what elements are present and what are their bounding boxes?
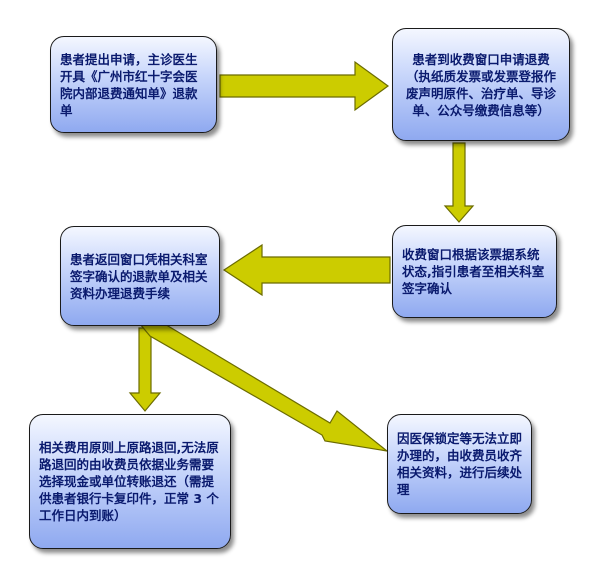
step-insurance-lock-text: 因医保锁定等无法立即办理的，由收费员收齐相关资料，进行后续处理 — [397, 431, 523, 497]
step-window-check-text: 收费窗口根据该票据系统状态,指引患者至相关科室签字确认 — [402, 247, 545, 296]
step-refund-rule-text: 相关费用原则上原路退回,无法原路退回的由收费员依据业务需要选择现金或单位转账退还… — [39, 440, 219, 523]
step-apply-box: 患者提出申请，主诊医生开具《广州市红十字会医院内部退费通知单》退款单 — [50, 36, 217, 133]
step-return-window-text: 患者返回窗口凭相关科室签字确认的退款单及相关资料办理退费手续 — [70, 251, 208, 301]
step-return-window-box: 患者返回窗口凭相关科室签字确认的退款单及相关资料办理退费手续 — [60, 226, 220, 326]
step-window-apply-text: 患者到收费窗口申请退费（执纸质发票或发票登报作废声明原件、治疗单、导诊单、公众号… — [405, 51, 556, 118]
arrow-return-to-refund — [128, 327, 162, 412]
arrow-window-to-check — [443, 142, 475, 223]
step-refund-rule-box: 相关费用原则上原路退回,无法原路退回的由收费员依据业务需要选择现金或单位转账退还… — [29, 414, 231, 549]
step-insurance-lock-box: 因医保锁定等无法立即办理的，由收费员收齐相关资料，进行后续处理 — [387, 414, 532, 514]
step-window-check-box: 收费窗口根据该票据系统状态,指引患者至相关科室签字确认 — [392, 225, 557, 318]
arrow-apply-to-window — [219, 60, 390, 112]
arrow-check-to-return — [222, 243, 391, 297]
step-apply-text: 患者提出申请，主诊医生开具《广州市红十字会医院内部退费通知单》退款单 — [60, 51, 198, 118]
step-window-apply-box: 患者到收费窗口申请退费（执纸质发票或发票登报作废声明原件、治疗单、导诊单、公众号… — [392, 28, 570, 141]
